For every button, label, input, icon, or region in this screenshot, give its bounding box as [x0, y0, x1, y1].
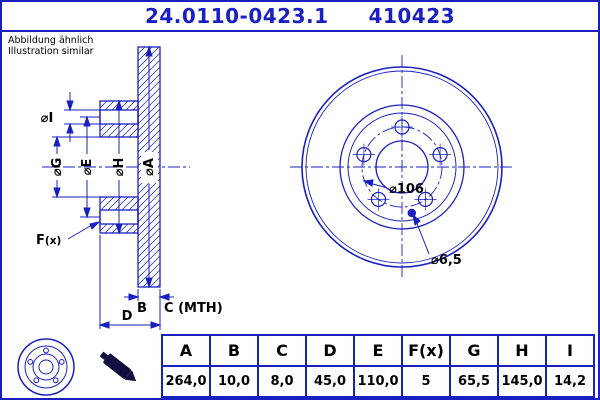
compare-number: 410423: [368, 4, 456, 28]
dimension-lines: [52, 45, 430, 330]
col-header: H: [497, 334, 547, 367]
label-bolt-circle: ⌀106: [389, 182, 424, 197]
bolt-holes: [352, 116, 452, 211]
value-cell: 264,0: [161, 365, 211, 398]
value-cell: 14,2: [545, 365, 595, 398]
col-header: F(x): [401, 334, 451, 367]
label-f-letter: F: [36, 233, 45, 248]
similarity-note: Abbildung ähnlich Illustration similar: [8, 35, 94, 57]
label-dia-g: ⌀G: [50, 158, 65, 177]
note-en: Illustration similar: [8, 46, 94, 57]
value-cell: 65,5: [449, 365, 499, 398]
value-row: 264,0 10,0 8,0 45,0 110,0 5 65,5 145,0 1…: [161, 365, 595, 398]
col-header: B: [209, 334, 259, 367]
header-row: A B C D E F(x) G H I: [161, 334, 595, 367]
dimension-labels: ⌀G ⌀E ⌀H ⌀A ⌀I F(x) B C (MTH) D ⌀106 ⌀6,…: [36, 111, 462, 324]
value-cell: 145,0: [497, 365, 547, 398]
label-b: B: [137, 301, 147, 316]
brake-disc-drawing: ⌀G ⌀E ⌀H ⌀A ⌀I F(x) B C (MTH) D ⌀106 ⌀6,…: [36, 45, 514, 330]
marking-tool-icon: [99, 351, 137, 382]
thumbnail-disc: [17, 338, 75, 396]
locating-pin-hole: [407, 208, 417, 218]
label-dia-i: ⌀I: [41, 111, 54, 126]
label-dia-a: ⌀A: [142, 158, 157, 176]
value-cell: 5: [401, 365, 451, 398]
label-pin-hole: ⌀6,5: [431, 253, 462, 268]
product-thumbnail: [17, 338, 137, 396]
label-d: D: [122, 309, 133, 324]
label-backing: [141, 152, 158, 183]
label-c-mth: C (MTH): [164, 301, 223, 316]
label-dia-h: ⌀H: [112, 158, 127, 177]
col-header: G: [449, 334, 499, 367]
part-number: 24.0110-0423.1: [144, 4, 329, 28]
col-header: I: [545, 334, 595, 367]
label-f-count: (x): [45, 235, 61, 247]
label-dia-e: ⌀E: [80, 159, 95, 176]
value-cell: 8,0: [257, 365, 307, 398]
value-cell: 110,0: [353, 365, 403, 398]
col-header: D: [305, 334, 355, 367]
dimension-table: A B C D E F(x) G H I 264,0 10,0 8,0 45,0…: [161, 334, 595, 398]
note-de: Abbildung ähnlich: [8, 35, 94, 46]
value-cell: 45,0: [305, 365, 355, 398]
col-header: C: [257, 334, 307, 367]
title-bar: 24.0110-0423.1 410423: [2, 2, 598, 32]
col-header: E: [353, 334, 403, 367]
value-cell: 10,0: [209, 365, 259, 398]
label-f: F(x): [36, 233, 61, 248]
col-header: A: [161, 334, 211, 367]
